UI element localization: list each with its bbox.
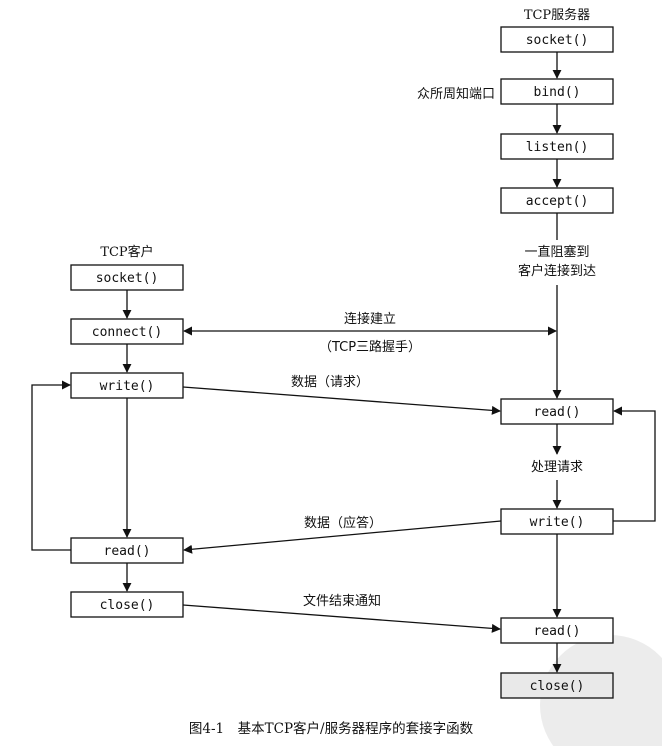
arrow-reply-data [183, 520, 502, 554]
server-accept-box: accept() [500, 187, 614, 214]
client-connect-label: connect() [92, 325, 162, 340]
client-socket-label: socket() [96, 271, 159, 286]
server-write-box: write() [500, 508, 614, 535]
client-write-box: write() [70, 372, 184, 399]
request-note: 数据（请求） [291, 375, 369, 390]
client-connect-box: connect() [70, 318, 184, 345]
server-bind-box: bind() [500, 78, 614, 105]
server-socket-box: socket() [500, 26, 614, 53]
arrow-eof-notify [182, 604, 501, 633]
block-note-line2: 客户连接到达 [518, 263, 596, 279]
server-read2-label: read() [534, 624, 581, 639]
connect-note-line2: （TCP三路握手） [319, 339, 421, 355]
server-close-box: close() [500, 672, 614, 699]
bind-note: 众所周知端口 [417, 86, 495, 102]
server-socket-label: socket() [526, 33, 589, 48]
client-read-box: read() [70, 537, 184, 564]
arrow-client-loop [31, 380, 71, 551]
connect-note-line1: 连接建立 [344, 311, 396, 327]
server-read-label: read() [534, 405, 581, 420]
client-close-label: close() [100, 598, 155, 613]
reply-note: 数据（应答） [304, 515, 382, 531]
block-note-line1: 一直阻塞到 [524, 244, 589, 260]
server-title: TCP服务器 [524, 7, 590, 23]
eof-note: 文件结束通知 [303, 593, 381, 609]
client-write-label: write() [100, 379, 155, 394]
server-bind-label: bind() [534, 85, 581, 100]
client-title: TCP客户 [100, 244, 153, 260]
server-close-label: close() [530, 679, 585, 694]
server-read2-box: read() [500, 617, 614, 644]
process-note: 处理请求 [531, 460, 583, 475]
server-listen-box: listen() [500, 133, 614, 160]
figure-caption: 图4-1 基本TCP客户/服务器程序的套接字函数 [189, 720, 474, 737]
client-read-label: read() [104, 544, 151, 559]
server-accept-label: accept() [526, 194, 589, 209]
arrow-server-loop [613, 406, 656, 522]
server-write-label: write() [530, 515, 585, 530]
server-listen-label: listen() [526, 140, 589, 155]
arrow-request-data [182, 386, 501, 415]
client-socket-box: socket() [70, 264, 184, 291]
client-close-box: close() [70, 591, 184, 618]
server-read-box: read() [500, 398, 614, 425]
